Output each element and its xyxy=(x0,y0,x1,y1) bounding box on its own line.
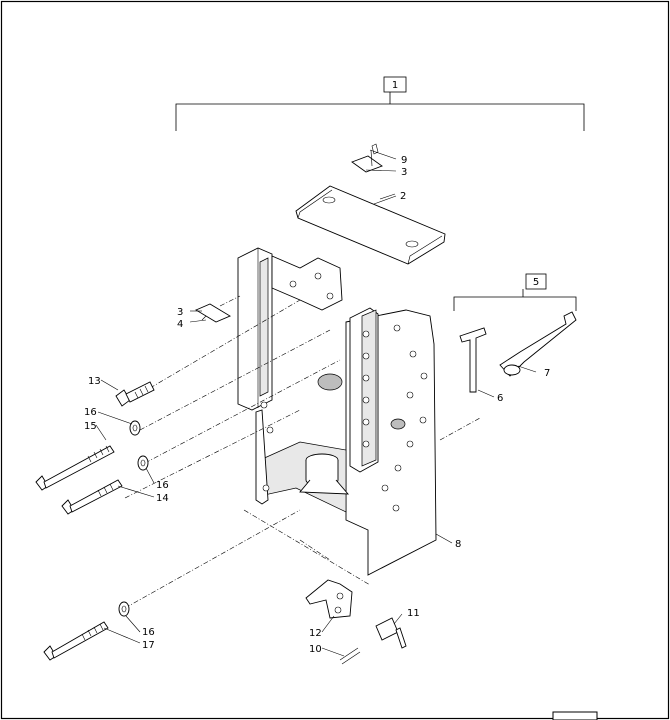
callout-5: 5 xyxy=(533,277,539,288)
assembly-centre-lines xyxy=(124,295,481,609)
assembly-bracket-1: 1 xyxy=(175,76,585,131)
clip-7 xyxy=(499,311,577,377)
main-frame-8 xyxy=(237,247,437,576)
callout-1: 1 xyxy=(392,80,398,91)
callout-10: 10 xyxy=(309,644,322,655)
callout-7: 7 xyxy=(544,368,550,379)
leader-lines xyxy=(95,149,537,657)
callout-16-lower: 16 xyxy=(142,627,155,638)
callout-16-upper: 16 xyxy=(84,407,97,418)
callout-15: 15 xyxy=(84,421,97,432)
washers-16 xyxy=(118,420,149,617)
callout-labels: 9 3 2 3 4 13 16 15 16 14 6 7 8 11 12 10 … xyxy=(84,155,550,655)
pin-11 xyxy=(375,617,407,649)
callout-13: 13 xyxy=(88,376,101,387)
assembly-bracket-5: 5 xyxy=(453,273,577,311)
cover-plate-2 xyxy=(295,185,446,265)
callout-3-left: 3 xyxy=(177,307,183,318)
plate-3-pin-4 xyxy=(195,303,231,323)
callout-12: 12 xyxy=(309,628,322,639)
bolt-13 xyxy=(115,381,155,407)
callout-14: 14 xyxy=(156,493,169,504)
callout-box-1 xyxy=(383,76,407,93)
callout-8: 8 xyxy=(455,539,461,550)
lever-12 xyxy=(305,579,361,665)
pin-9-and-clip-3 xyxy=(351,143,383,173)
callout-16-middle: 16 xyxy=(156,480,169,491)
bolt-14 xyxy=(61,479,123,515)
callout-11: 11 xyxy=(407,608,420,619)
callout-6: 6 xyxy=(497,393,503,404)
pin-6 xyxy=(459,327,487,393)
callout-2: 2 xyxy=(400,191,406,202)
corner-reference-box xyxy=(552,711,598,720)
bolt-17 xyxy=(43,621,109,661)
bolt-15 xyxy=(35,445,115,491)
callout-3-top: 3 xyxy=(401,167,407,178)
callout-17: 17 xyxy=(142,640,155,651)
callout-box-5 xyxy=(525,273,547,290)
callout-4: 4 xyxy=(177,319,183,330)
callout-9: 9 xyxy=(401,155,407,166)
